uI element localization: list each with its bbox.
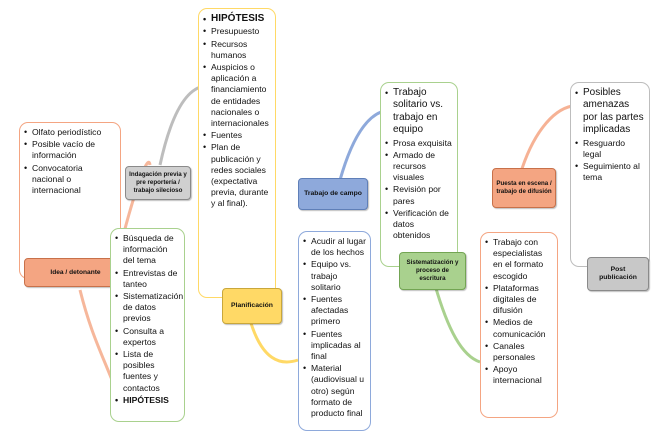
sistematizacion-item: Prosa exquisita xyxy=(385,138,453,149)
puesta-item: Plataformas digitales de difusión xyxy=(485,283,553,317)
stage-post: Post publicación xyxy=(587,257,649,291)
connector-idea-list xyxy=(78,289,114,381)
idea-item: Posible vacío de información xyxy=(24,139,116,161)
connector-puesta-post xyxy=(518,104,573,176)
indagacion-item: Consulta a expertos xyxy=(115,326,180,348)
campo-item: Fuentes afectadas primero xyxy=(303,294,366,328)
sistematizacion-item: Revisión por pares xyxy=(385,184,453,206)
planificacion-item: HIPÓTESIS xyxy=(203,13,271,26)
sistematizacion-item: Armado de recursos visuales xyxy=(385,150,453,184)
indagacion-item: Búsqueda de información del tema xyxy=(115,233,180,267)
puesta-item: Trabajo con especialistas en el formato … xyxy=(485,237,553,282)
planificacion-item: Fuentes xyxy=(203,130,271,141)
planificacion-item: Auspicios o aplicación a financiamiento … xyxy=(203,62,271,129)
campo-item: Equipo vs. trabajo solitario xyxy=(303,259,366,293)
planificacion-box: HIPÓTESIS Presupuesto Recursos humanos A… xyxy=(198,8,276,298)
stage-idea: Idea / detonante xyxy=(24,258,127,287)
planificacion-item: Presupuesto xyxy=(203,26,271,37)
stage-indagacion: Indagación previa y pre reportería / tra… xyxy=(125,166,191,200)
stage-campo: Trabajo de campo xyxy=(298,178,368,210)
campo-item: Acudir al lugar de los hechos xyxy=(303,236,366,258)
campo-box: Acudir al lugar de los hechos Equipo vs.… xyxy=(298,231,371,431)
planificacion-item: Plan de publicación y redes sociales (ex… xyxy=(203,142,271,209)
sistematizacion-item: Verificación de datos obtenidos xyxy=(385,208,453,242)
indagacion-item: Entrevistas de tanteo xyxy=(115,268,180,290)
campo-item: Fuentes implicadas al final xyxy=(303,329,366,363)
stage-sistematizacion: Sistematización y proceso de escritura xyxy=(399,252,466,290)
connector-planificacion-campo xyxy=(248,319,299,364)
puesta-item: Apoyo internacional xyxy=(485,364,553,386)
post-box: Posibles amenazas por las partes implica… xyxy=(570,82,650,267)
idea-item: Olfato periodístico xyxy=(24,127,116,138)
puesta-item: Canales personales xyxy=(485,341,553,363)
stage-puesta: Puesta en escena / trabajo de difusión xyxy=(492,168,556,208)
planificacion-item: Recursos humanos xyxy=(203,39,271,61)
indagacion-item: Lista de posibles fuentes y contactos xyxy=(115,349,180,394)
post-item: Posibles amenazas por las partes implica… xyxy=(575,87,645,137)
post-item: Seguimiento al tema xyxy=(575,161,645,183)
puesta-item: Medios de comunicación xyxy=(485,317,553,339)
idea-item: Convocatoria nacional o internacional xyxy=(24,163,116,197)
stage-planificacion: Planificación xyxy=(222,288,282,324)
sistematizacion-item: Trabajo solitario vs. trabajo en equipo xyxy=(385,87,453,137)
indagacion-item: Sistematización de datos previos xyxy=(115,291,183,325)
connector-campo-sistematizacion xyxy=(338,110,382,181)
indagacion-box: Búsqueda de información del tema Entrevi… xyxy=(110,228,185,422)
post-item: Resguardo legal xyxy=(575,138,645,160)
connector-sistematizacion-puesta xyxy=(433,284,481,364)
campo-item: Material (audiovisual u otro) según form… xyxy=(303,363,366,419)
indagacion-item: HIPÓTESIS xyxy=(115,395,180,406)
sistematizacion-box: Trabajo solitario vs. trabajo en equipo … xyxy=(380,82,458,267)
idea-box: Olfato periodístico Posible vacío de inf… xyxy=(19,122,121,279)
puesta-box: Trabajo con especialistas en el formato … xyxy=(480,232,558,418)
